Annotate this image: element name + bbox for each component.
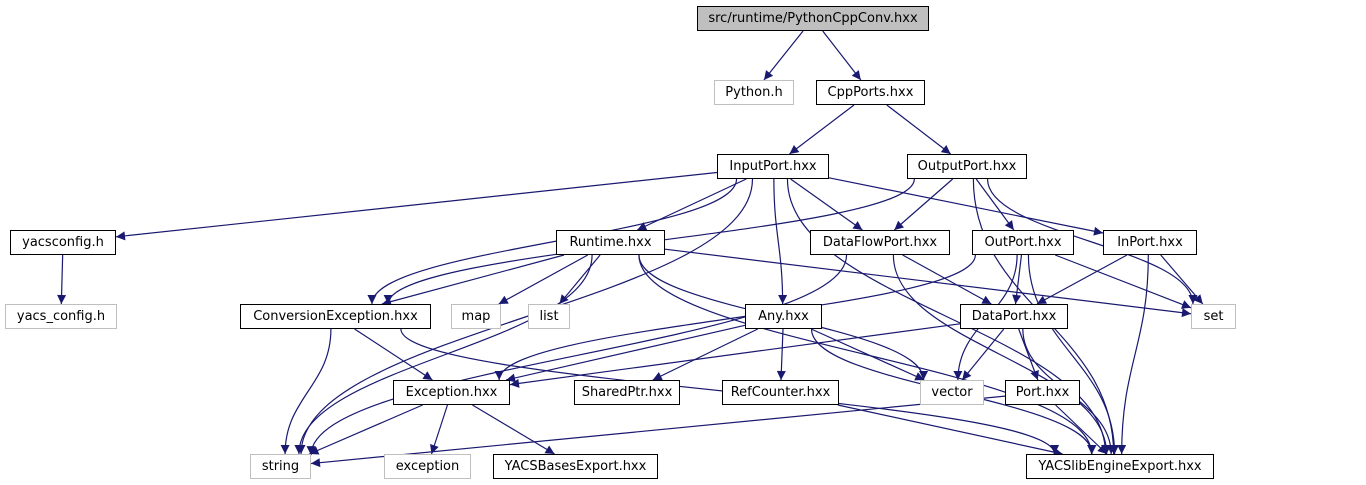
edge-inputport-to-yacslibengine	[786, 178, 1111, 455]
node-yacsconfig-h[interactable]: yacsconfig.h	[10, 230, 116, 255]
edge-root-to-python_h	[763, 30, 804, 81]
edge-inputport-to-string	[296, 178, 754, 455]
edge-outport-to-dataport	[1012, 254, 1023, 305]
edge-outport-to-set	[1054, 254, 1192, 309]
edge-yacsconfig-to-yacs_config	[57, 254, 67, 305]
node-yacslibengineexport-hxx[interactable]: YACSlibEngineExport.hxx	[1026, 454, 1214, 479]
edge-dataport-to-port	[1018, 328, 1039, 381]
edge-any-to-sharedptr	[652, 328, 759, 381]
edge-cppports-to-outputport	[886, 104, 952, 155]
edge-outport-to-yacslibengine	[1027, 254, 1120, 455]
edge-root-to-cppports	[822, 30, 862, 81]
node-port-hxx[interactable]: Port.hxx	[1005, 380, 1080, 405]
edge-exception_hxx-to-exception	[430, 404, 449, 455]
edge-dataflowport-to-yacslibengine	[892, 254, 1112, 455]
edge-dataport-to-exception_hxx	[509, 323, 961, 388]
edge-exception_hxx-to-string	[309, 404, 423, 455]
edge-exception_hxx-to-yacsbases	[472, 404, 555, 455]
node-list: list	[528, 304, 570, 329]
node-conversionexception-hxx[interactable]: ConversionException.hxx	[240, 304, 431, 329]
node-outport-hxx[interactable]: OutPort.hxx	[972, 230, 1074, 255]
edge-inputport-to-inport	[828, 177, 1104, 236]
node-root-file[interactable]: src/runtime/PythonCppConv.hxx	[697, 6, 929, 31]
node-any-hxx[interactable]: Any.hxx	[745, 304, 822, 329]
edge-refcounter-to-yacslibengine	[837, 404, 1063, 457]
edge-inport-to-dataport	[1036, 254, 1128, 305]
edge-inputport-to-convexc	[367, 178, 738, 305]
edge-dataport-to-vector	[961, 328, 1005, 381]
edge-outputport-to-outport	[975, 178, 1015, 231]
edge-port-to-yacslibengine	[1055, 404, 1108, 455]
node-inputport-hxx[interactable]: InputPort.hxx	[717, 154, 829, 179]
edge-convexc-to-exception_hxx	[354, 328, 433, 381]
edge-runtime-to-string	[294, 254, 593, 455]
edge-inputport-to-runtime	[636, 178, 747, 231]
node-refcounter-hxx[interactable]: RefCounter.hxx	[722, 380, 839, 405]
edge-runtime-to-map	[498, 254, 589, 305]
node-sharedptr-hxx[interactable]: SharedPtr.hxx	[574, 380, 680, 405]
edge-inputport-to-dataflowport	[790, 178, 863, 231]
edge-any-to-exception_hxx	[505, 324, 746, 383]
node-dataflowport-hxx[interactable]: DataFlowPort.hxx	[810, 230, 950, 255]
edge-port-to-string	[310, 395, 1006, 468]
edge-dataflowport-to-string	[306, 254, 848, 456]
node-yacs-config-h: yacs_config.h	[5, 304, 117, 329]
node-outputport-hxx[interactable]: OutputPort.hxx	[907, 154, 1027, 179]
node-vector: vector	[920, 380, 984, 405]
edge-runtime-to-set	[664, 248, 1192, 318]
edge-outputport-to-set	[986, 178, 1198, 305]
node-exception: exception	[384, 454, 471, 479]
edge-inport-to-yacslibengine	[1117, 254, 1149, 455]
node-string: string	[250, 454, 311, 479]
node-runtime-hxx[interactable]: Runtime.hxx	[556, 230, 665, 255]
edge-runtime-to-convexc	[381, 254, 565, 307]
edge-convexc-to-string	[280, 328, 332, 455]
node-dataport-hxx[interactable]: DataPort.hxx	[960, 304, 1068, 329]
node-cppports-hxx[interactable]: CppPorts.hxx	[816, 80, 925, 105]
edge-inport-to-set	[1160, 254, 1204, 305]
node-python-h: Python.h	[714, 80, 794, 105]
edge-runtime-to-yacslibengine	[638, 254, 1097, 455]
edge-inputport-to-yacsconfig	[115, 171, 718, 241]
node-map: map	[451, 304, 501, 329]
edge-cppports-to-inputport	[789, 104, 855, 155]
node-inport-hxx[interactable]: InPort.hxx	[1103, 230, 1197, 255]
edge-any-to-refcounter	[776, 328, 786, 381]
node-set: set	[1191, 304, 1236, 329]
edge-outport-to-exception_hxx	[494, 254, 976, 381]
edge-any-to-vector	[810, 328, 925, 381]
edge-runtime-to-list	[558, 254, 601, 305]
node-exception-hxx[interactable]: Exception.hxx	[393, 380, 510, 405]
edge-inputport-to-any	[773, 178, 788, 305]
edge-dataflowport-to-dataport	[902, 254, 992, 305]
node-yacsbasesexport-hxx[interactable]: YACSBasesExport.hxx	[493, 454, 658, 479]
edge-outputport-to-dataflowport	[893, 178, 954, 231]
